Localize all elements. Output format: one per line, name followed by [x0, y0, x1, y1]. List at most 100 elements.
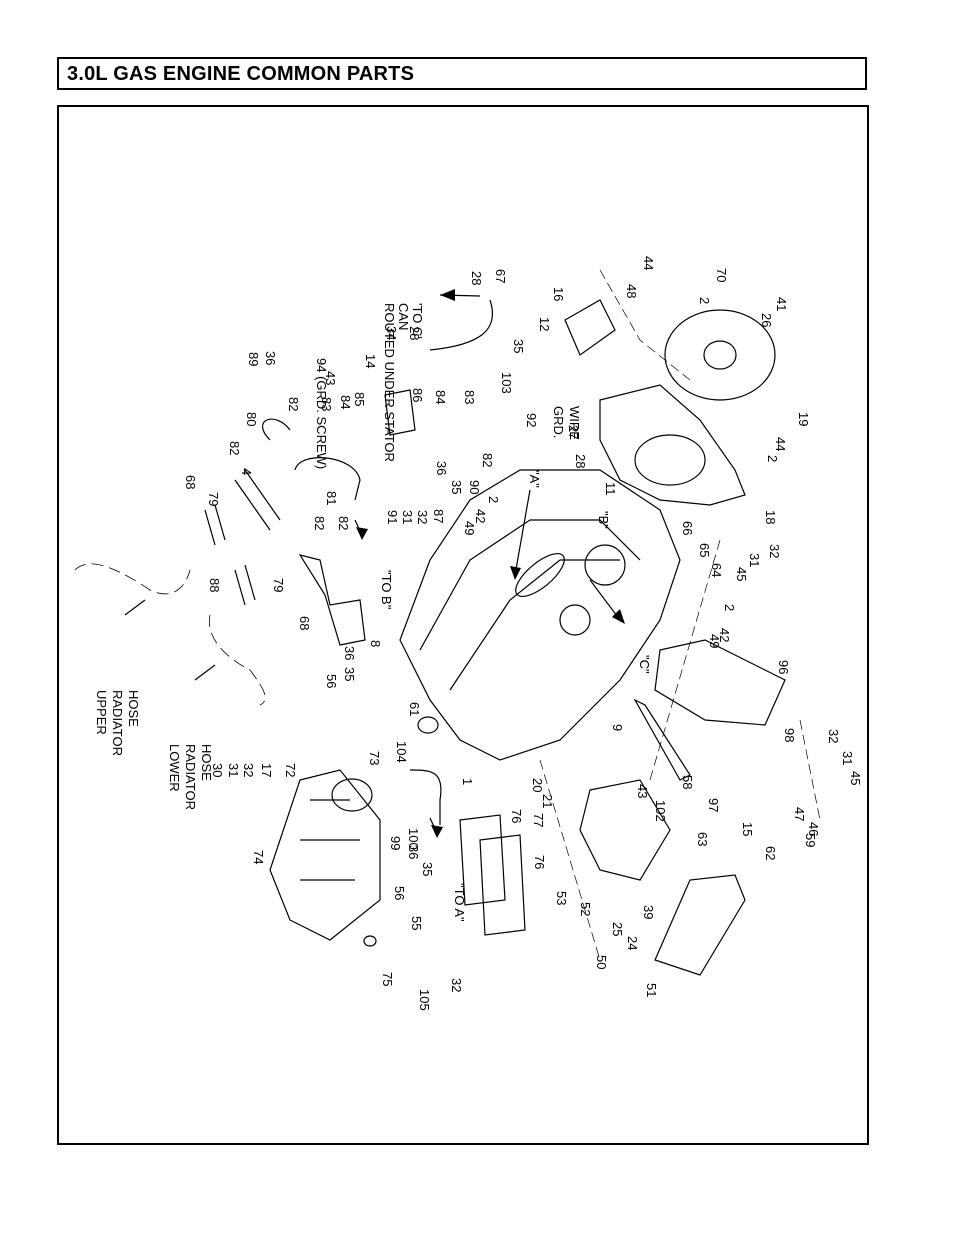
part-label-p32d: 32	[826, 729, 841, 743]
part-label-p2a: 2	[486, 496, 501, 503]
part-label-p31c: 31	[747, 553, 762, 567]
callout-c-lower-2: RADIATOR	[183, 744, 198, 810]
part-label-p12: 12	[537, 317, 552, 331]
callout-c-grd-wire-2: WIRE	[567, 406, 582, 440]
lower-hose-leader	[194, 664, 216, 681]
part-label-p70: 70	[714, 268, 729, 282]
part-label-p103: 103	[499, 372, 514, 394]
part-label-p8: 8	[368, 640, 383, 647]
heat-shield	[654, 874, 746, 976]
coolant-pipe-4	[234, 469, 281, 531]
part-label-p61: 61	[407, 702, 422, 716]
callout-c-grd-wire-1: GRD.	[551, 406, 566, 439]
part-label-p20: 20	[530, 778, 545, 792]
upper-hose-leader	[124, 599, 146, 616]
drawing-lines	[124, 294, 786, 976]
part-label-p102: 102	[653, 800, 668, 822]
part-label-p89: 89	[246, 352, 261, 366]
exhaust-manifold	[579, 779, 671, 881]
page-title: 3.0L GAS ENGINE COMMON PARTS	[67, 63, 415, 85]
callout-c-upper-2: RADIATOR	[110, 690, 125, 756]
arrowhead-to-c	[440, 289, 455, 301]
intake-gasket-1	[459, 814, 506, 906]
callout-c-grd-screw: 94 (GRD. SCREW)	[314, 358, 329, 469]
oring-75	[363, 935, 377, 947]
part-label-p24: 24	[625, 936, 640, 950]
part-label-p66: 66	[680, 521, 695, 535]
part-label-p46: 46	[806, 822, 821, 836]
part-label-p72: 72	[283, 763, 298, 777]
hose-80	[262, 418, 291, 441]
part-label-p18: 18	[763, 510, 778, 524]
part-label-p76a: 76	[509, 809, 524, 823]
part-label-p32e: 32	[449, 978, 464, 992]
radiator-hoses-phantom	[74, 563, 266, 706]
pulley-2	[584, 544, 626, 586]
part-label-p62: 62	[763, 846, 778, 860]
part-label-p74: 74	[251, 850, 266, 864]
part-label-p27: 27	[566, 425, 581, 439]
part-label-p50: 50	[594, 955, 609, 969]
dash-3	[799, 719, 821, 821]
part-label-p16: 16	[551, 287, 566, 301]
part-label-p34: 34	[384, 326, 399, 340]
part-label-p96: 96	[776, 660, 791, 674]
coolant-tube-lower	[234, 564, 256, 606]
thermostat-housing	[384, 389, 416, 436]
part-label-p28b: 28	[407, 326, 422, 340]
callout-c-upper-3: HOSE	[126, 690, 141, 727]
part-label-p87: 87	[431, 509, 446, 523]
part-label-p45b: 45	[848, 771, 863, 785]
part-label-p65: 65	[697, 543, 712, 557]
part-label-p82e: 82	[480, 453, 495, 467]
bell-housing	[599, 384, 746, 506]
engine-block-outline	[399, 469, 681, 761]
leader-dashes	[539, 269, 821, 961]
bell-housing-opening	[634, 434, 706, 486]
part-label-p56b: 56	[392, 886, 407, 900]
part-label-p59: 59	[803, 833, 818, 847]
upper-radiator-hose	[74, 563, 191, 595]
callout-c-to-b: "TO B"	[379, 570, 394, 610]
part-label-p49a: 49	[462, 521, 477, 535]
part-label-p77: 77	[531, 813, 546, 827]
part-label-p84b: 84	[433, 390, 448, 404]
part-label-p17: 17	[259, 763, 274, 777]
part-label-p43b: 43	[635, 784, 650, 798]
hose-81	[294, 457, 361, 501]
coolant-tube-upper	[204, 504, 226, 546]
part-label-p15: 15	[740, 822, 755, 836]
part-label-p36b: 36	[434, 461, 449, 475]
part-label-p76b: 76	[532, 855, 547, 869]
title-box: 3.0L GAS ENGINE COMMON PARTS	[57, 57, 867, 90]
oring-61	[417, 716, 439, 734]
part-label-p32a: 32	[241, 763, 256, 777]
arrowhead-to-a	[431, 825, 443, 838]
part-label-p80: 80	[244, 412, 259, 426]
part-label-p56a: 56	[324, 674, 339, 688]
part-label-p97: 97	[706, 798, 721, 812]
part-label-p39: 39	[641, 905, 656, 919]
arrowheads	[356, 289, 625, 838]
part-label-p81: 81	[324, 491, 339, 505]
part-label-p79b: 79	[271, 578, 286, 592]
callout-c-routed-1: ROUTED UNDER STATOR	[382, 303, 397, 462]
callout-c-a: "A"	[527, 470, 542, 488]
dash-4	[539, 759, 601, 961]
part-label-p36a: 36	[263, 351, 278, 365]
part-label-p21: 21	[540, 794, 555, 808]
part-label-layer: 1222248911121415161718192021242526272828…	[183, 256, 863, 1011]
part-label-p68a: 68	[183, 475, 198, 489]
part-label-p88: 88	[207, 578, 222, 592]
part-label-p42a: 42	[473, 509, 488, 523]
arrowhead-c	[612, 609, 625, 624]
part-label-p36d: 36	[406, 845, 421, 859]
part-label-p1: 1	[460, 778, 475, 785]
part-label-p52: 52	[578, 902, 593, 916]
part-label-p19: 19	[796, 412, 811, 426]
bracket-8	[298, 554, 366, 646]
part-label-p98: 98	[782, 728, 797, 742]
part-label-p83a: 83	[319, 397, 334, 411]
